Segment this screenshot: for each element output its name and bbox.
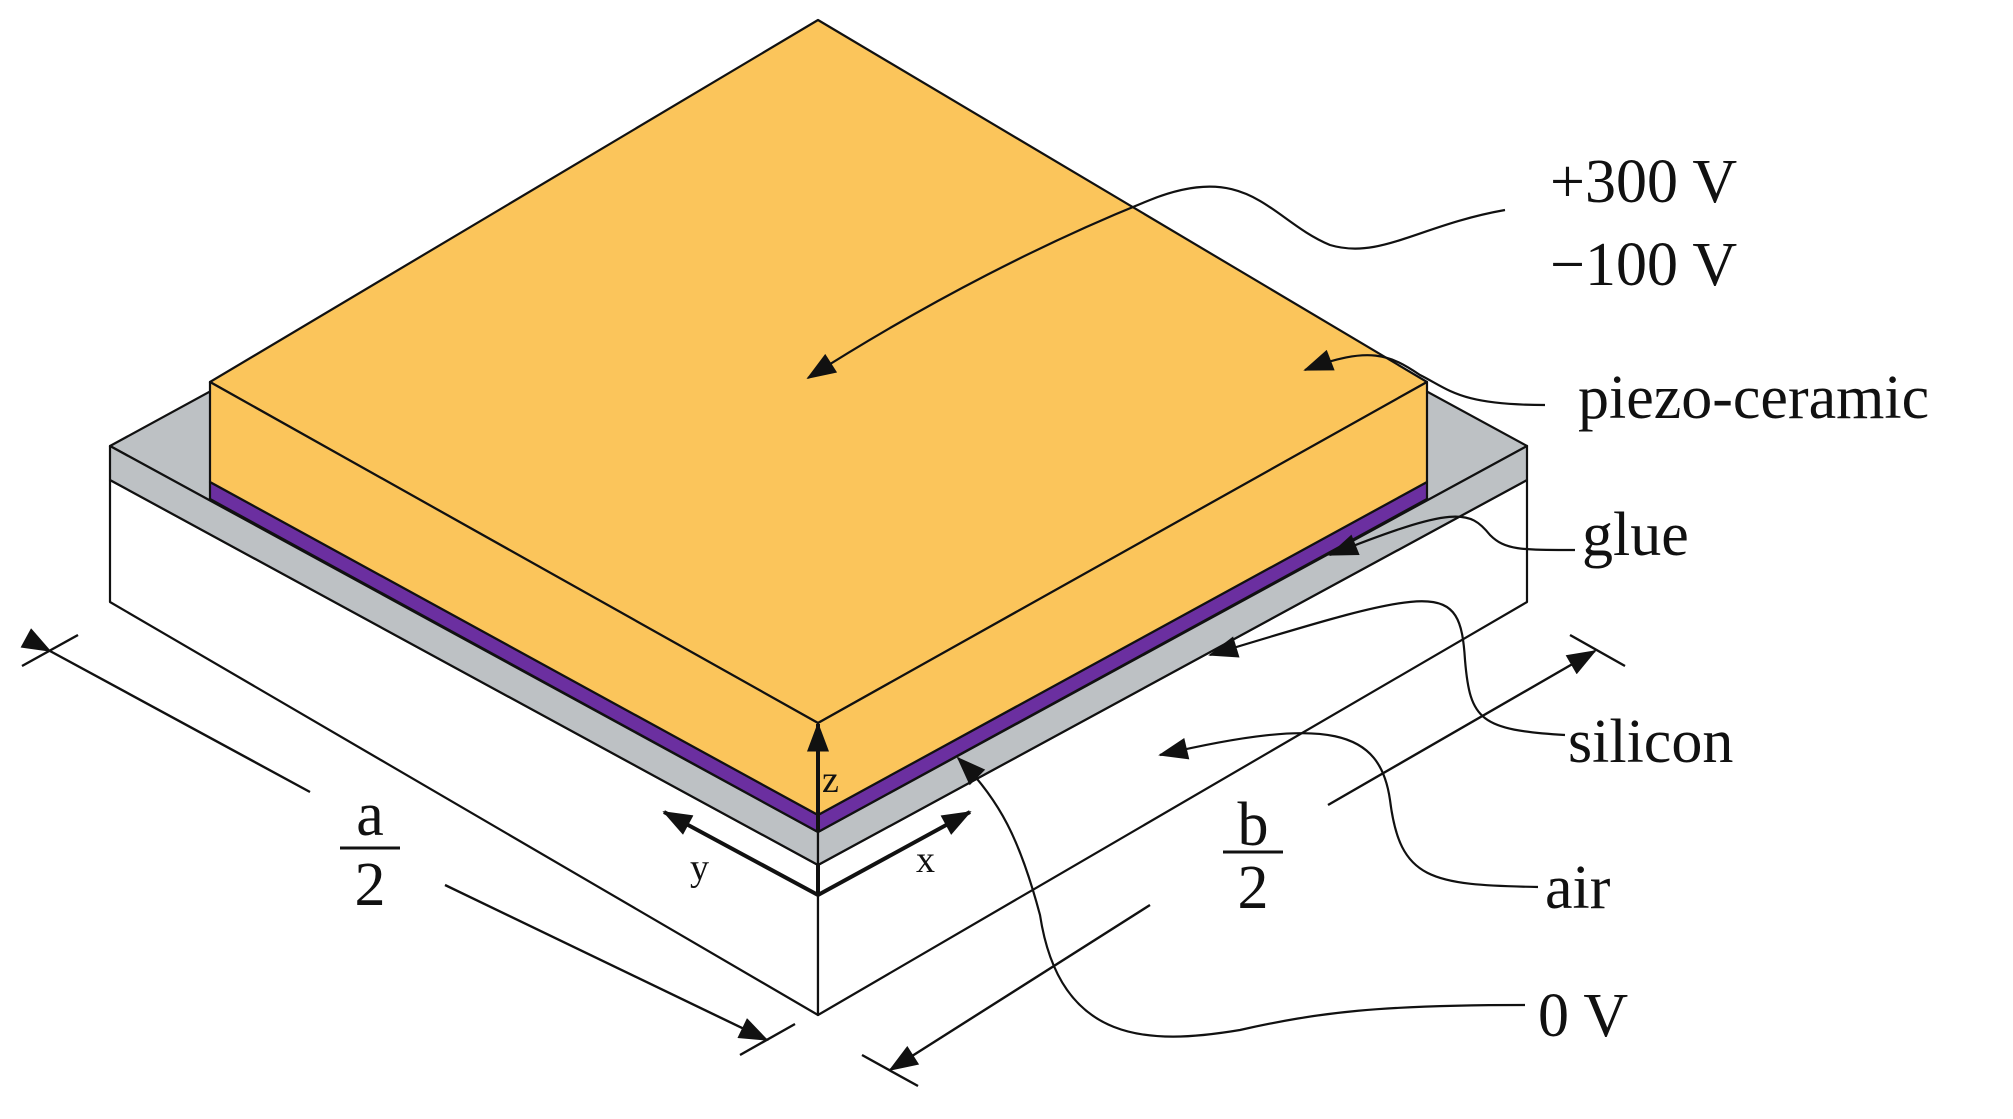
glue-label: glue [1582, 501, 1689, 569]
leader-ground [956, 756, 1526, 1038]
voltage-high-label: +300 V [1550, 148, 1737, 216]
ground-voltage-label: 0 V [1538, 982, 1628, 1050]
dim-b-denominator: 2 [1238, 854, 1269, 922]
voltage-low-label: −100 V [1550, 231, 1737, 299]
dim-a-line-lower [444, 883, 769, 1042]
leader-voltage [806, 185, 1506, 379]
dim-b-line-upper [1327, 649, 1597, 807]
leader-glue [1328, 515, 1576, 557]
axis-y-label: y [690, 847, 709, 889]
leader-piezo [1303, 349, 1546, 407]
y-axis-arrow [662, 810, 819, 897]
piezo-ceramic-label: piezo-ceramic [1578, 364, 1929, 432]
dim-a-line-upper [20, 628, 311, 794]
leader-silicon [1208, 600, 1566, 737]
axis-x-label: x [916, 839, 935, 881]
leader-air [1158, 732, 1539, 889]
x-axis-arrow [817, 810, 972, 897]
dim-b-line-lower [888, 903, 1151, 1072]
axis-z-label: z [822, 759, 839, 801]
dim-b-extension-right [1569, 633, 1626, 668]
air-label: air [1545, 854, 1611, 922]
dim-b-extension-left [861, 1053, 919, 1088]
dim-a-denominator: 2 [355, 851, 386, 919]
dim-a-extension-right [739, 1022, 796, 1057]
silicon-label: silicon [1568, 708, 1733, 776]
dim-a-numerator: a [356, 781, 384, 849]
dim-b-numerator: b [1238, 791, 1269, 859]
